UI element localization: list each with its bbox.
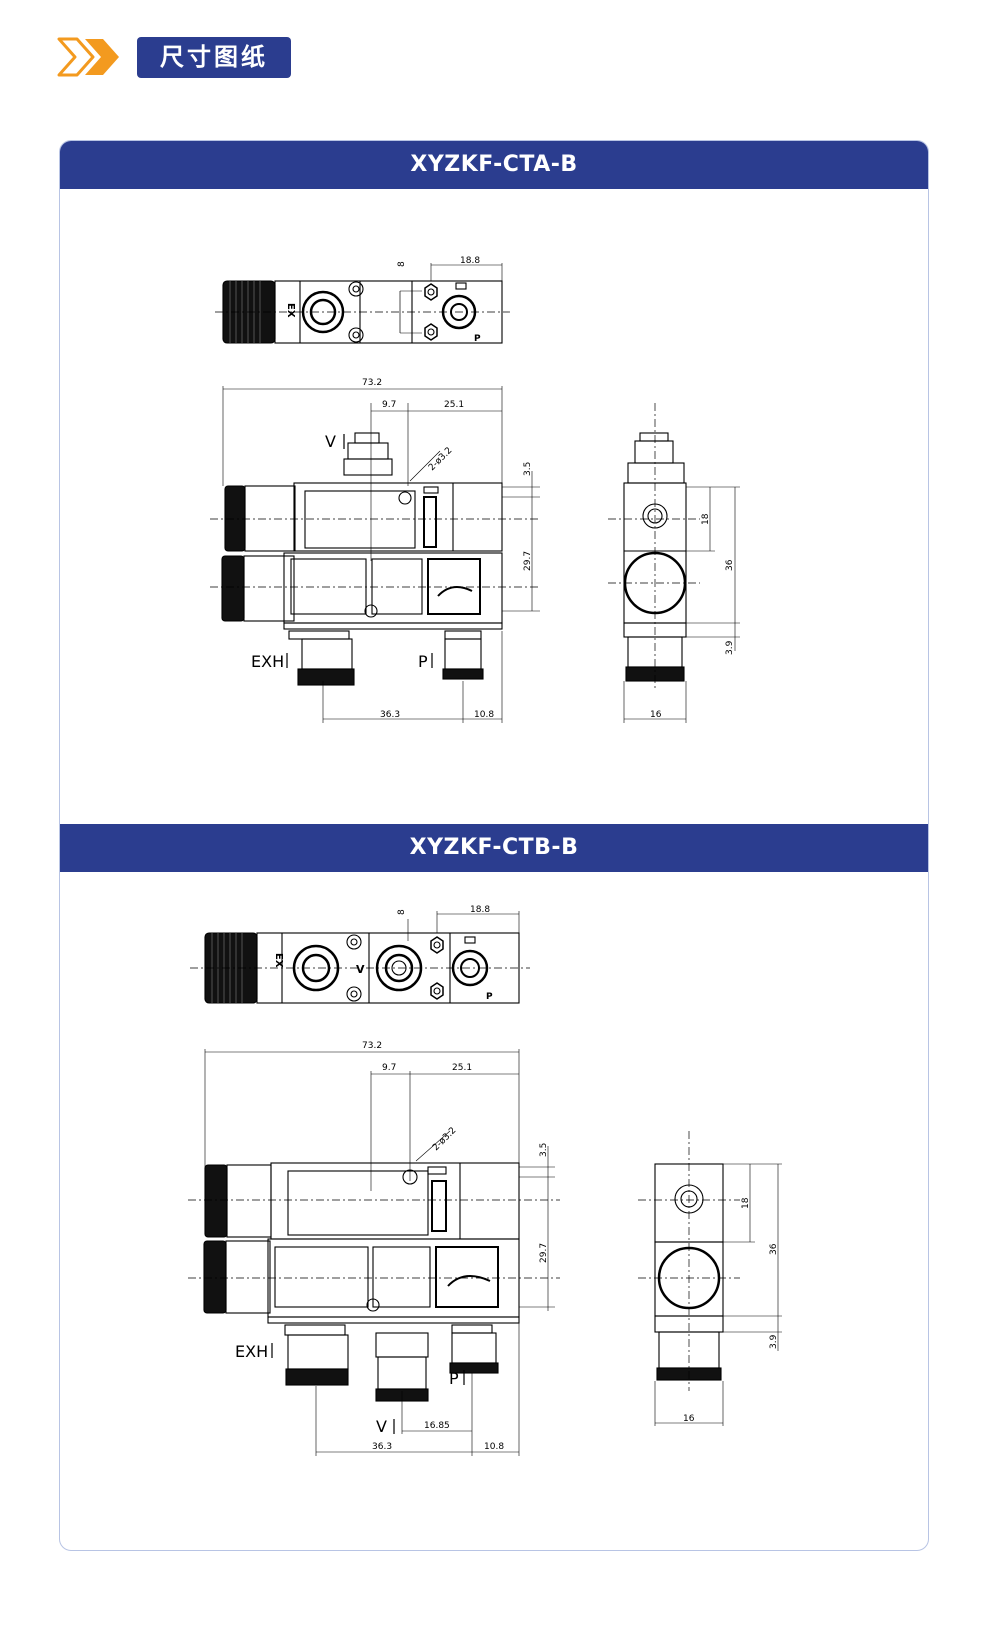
dim-9-7: 9.7	[382, 1063, 396, 1073]
label-p-top: P	[486, 992, 493, 1002]
port-label-exh: EXH	[251, 652, 284, 671]
label-p-top: P	[474, 334, 481, 344]
port-label-v: V	[376, 1417, 387, 1436]
section-title-ctb-b: XYZKF-CTB-B	[60, 824, 928, 872]
dim-9-7: 9.7	[382, 400, 396, 410]
drawing-ctb-b: EX V P 8 18.8 73.2 9.7 25.1 2-ø3.2 3.5 2…	[188, 905, 782, 1456]
dim-36-3: 36.3	[372, 1442, 392, 1452]
dim-side-18: 18	[701, 513, 711, 525]
dim-side-16: 16	[683, 1414, 695, 1424]
dim-10-8: 10.8	[474, 710, 494, 720]
dim-36-3: 36.3	[380, 710, 400, 720]
section-title-cta-b: XYZKF-CTA-B	[60, 141, 928, 189]
port-label-p: P	[418, 652, 428, 671]
dim-hole: 2-ø3.2	[431, 1126, 458, 1153]
dim-overall: 73.2	[362, 1041, 382, 1051]
top-view-ctb-b	[190, 911, 530, 1004]
dim-29-7: 29.7	[539, 1243, 549, 1263]
label-ex: EX	[285, 303, 296, 318]
port-label-p: P	[449, 1369, 459, 1388]
dim-side-36: 36	[725, 559, 735, 571]
dim-side-16: 16	[650, 710, 662, 720]
dim-side-36: 36	[769, 1243, 779, 1255]
dim-25-1: 25.1	[444, 400, 464, 410]
dim-top-18-8: 18.8	[470, 905, 490, 915]
dim-hole: 2-ø3.2	[427, 446, 454, 473]
dim-top-8: 8	[397, 261, 407, 267]
drawing-card: XYZKF-CTA-B XYZKF-CTB-B	[59, 140, 929, 1551]
label-ex: EX	[273, 953, 284, 968]
side-view-cta-b	[608, 403, 740, 723]
dim-overall: 73.2	[362, 378, 382, 388]
port-label-v: V	[325, 432, 336, 451]
top-view-cta-b	[215, 263, 510, 344]
double-chevron-icon	[57, 37, 119, 77]
label-v-top: V	[356, 963, 365, 976]
dim-25-1: 25.1	[452, 1063, 472, 1073]
dim-side-3-9: 3.9	[769, 1334, 779, 1349]
dim-10-8: 10.8	[484, 1442, 504, 1452]
dim-top-8: 8	[397, 909, 407, 915]
port-label-exh: EXH	[235, 1342, 268, 1361]
dim-29-7: 29.7	[523, 551, 533, 571]
drawing-cta-b: EX P 8 18.8 73.2 9.7 25.1 2-ø3.2 3.5 29.…	[210, 256, 740, 723]
front-view-ctb-b	[188, 1049, 560, 1456]
dim-3-5: 3.5	[523, 462, 533, 476]
dim-3-5: 3.5	[539, 1143, 549, 1157]
dim-top-18-8: 18.8	[460, 256, 480, 266]
front-view-cta-b	[210, 386, 540, 723]
side-view-ctb-b	[638, 1131, 782, 1426]
page-title: 尺寸图纸	[137, 37, 291, 78]
dim-side-18: 18	[741, 1197, 751, 1209]
dim-side-3-9: 3.9	[725, 640, 735, 655]
dim-16-85: 16.85	[424, 1421, 450, 1431]
